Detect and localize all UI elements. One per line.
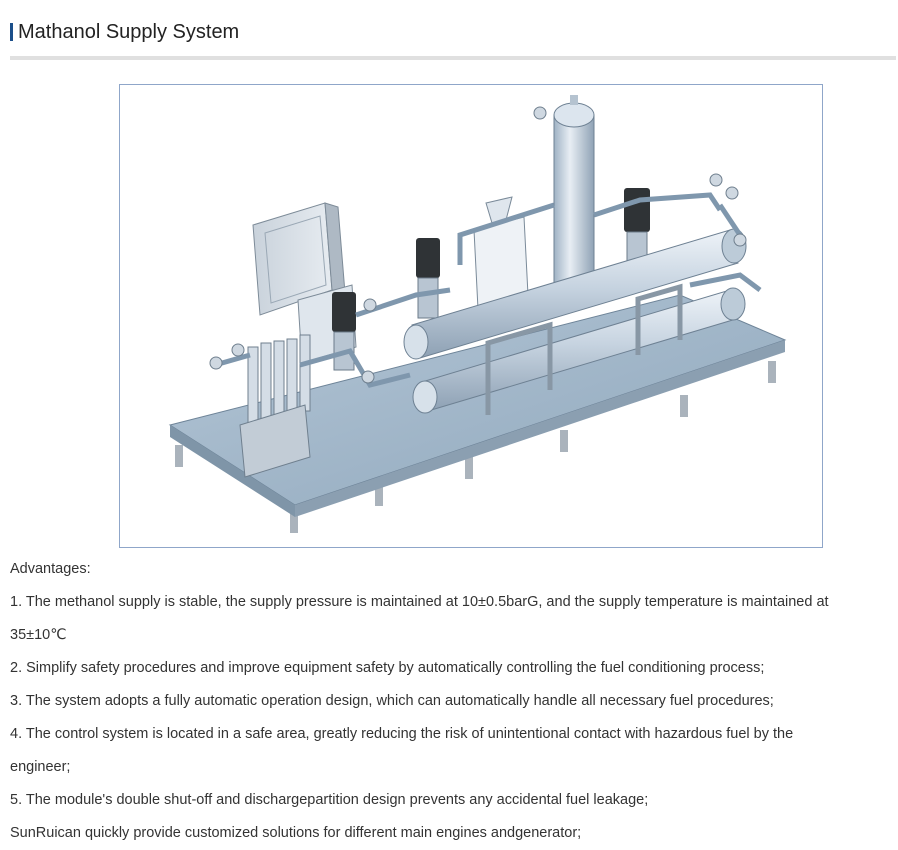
skid-deck-front	[295, 340, 785, 517]
advantage-line: 4. The control system is located in a sa…	[10, 726, 794, 742]
title-divider	[10, 56, 896, 60]
page-title-bar: Mathanol Supply System	[10, 18, 239, 46]
skid-deck-edge	[170, 425, 295, 517]
title-accent-mark	[10, 23, 13, 41]
advantage-line: 5. The module's double shut-off and disc…	[10, 792, 649, 808]
base-legs	[175, 361, 776, 533]
advantage-line: 2. Simplify safety procedures and improv…	[10, 660, 765, 676]
advantage-line: SunRuican quickly provide customized sol…	[10, 825, 582, 841]
advantage-line: 1. The methanol supply is stable, the su…	[10, 594, 829, 610]
filter-stand	[239, 404, 311, 478]
methanol-supply-skid-illustration	[168, 95, 787, 533]
product-image-frame	[119, 84, 823, 548]
vertical-tank	[553, 95, 595, 296]
piping	[214, 192, 762, 388]
valves	[209, 106, 747, 384]
advantages-heading: Advantages:	[10, 561, 91, 577]
control-cabinet	[252, 202, 346, 316]
advantage-line: engineer;	[10, 759, 71, 775]
vessel-supports	[485, 283, 683, 415]
horizontal-vessels	[403, 228, 747, 414]
advantage-line: 3. The system adopts a fully automatic o…	[10, 693, 774, 709]
page-title: Mathanol Supply System	[18, 20, 240, 43]
advantage-line: 35±10℃	[10, 627, 67, 643]
advantages-section: Advantages: 1. The methanol supply is st…	[10, 553, 890, 850]
